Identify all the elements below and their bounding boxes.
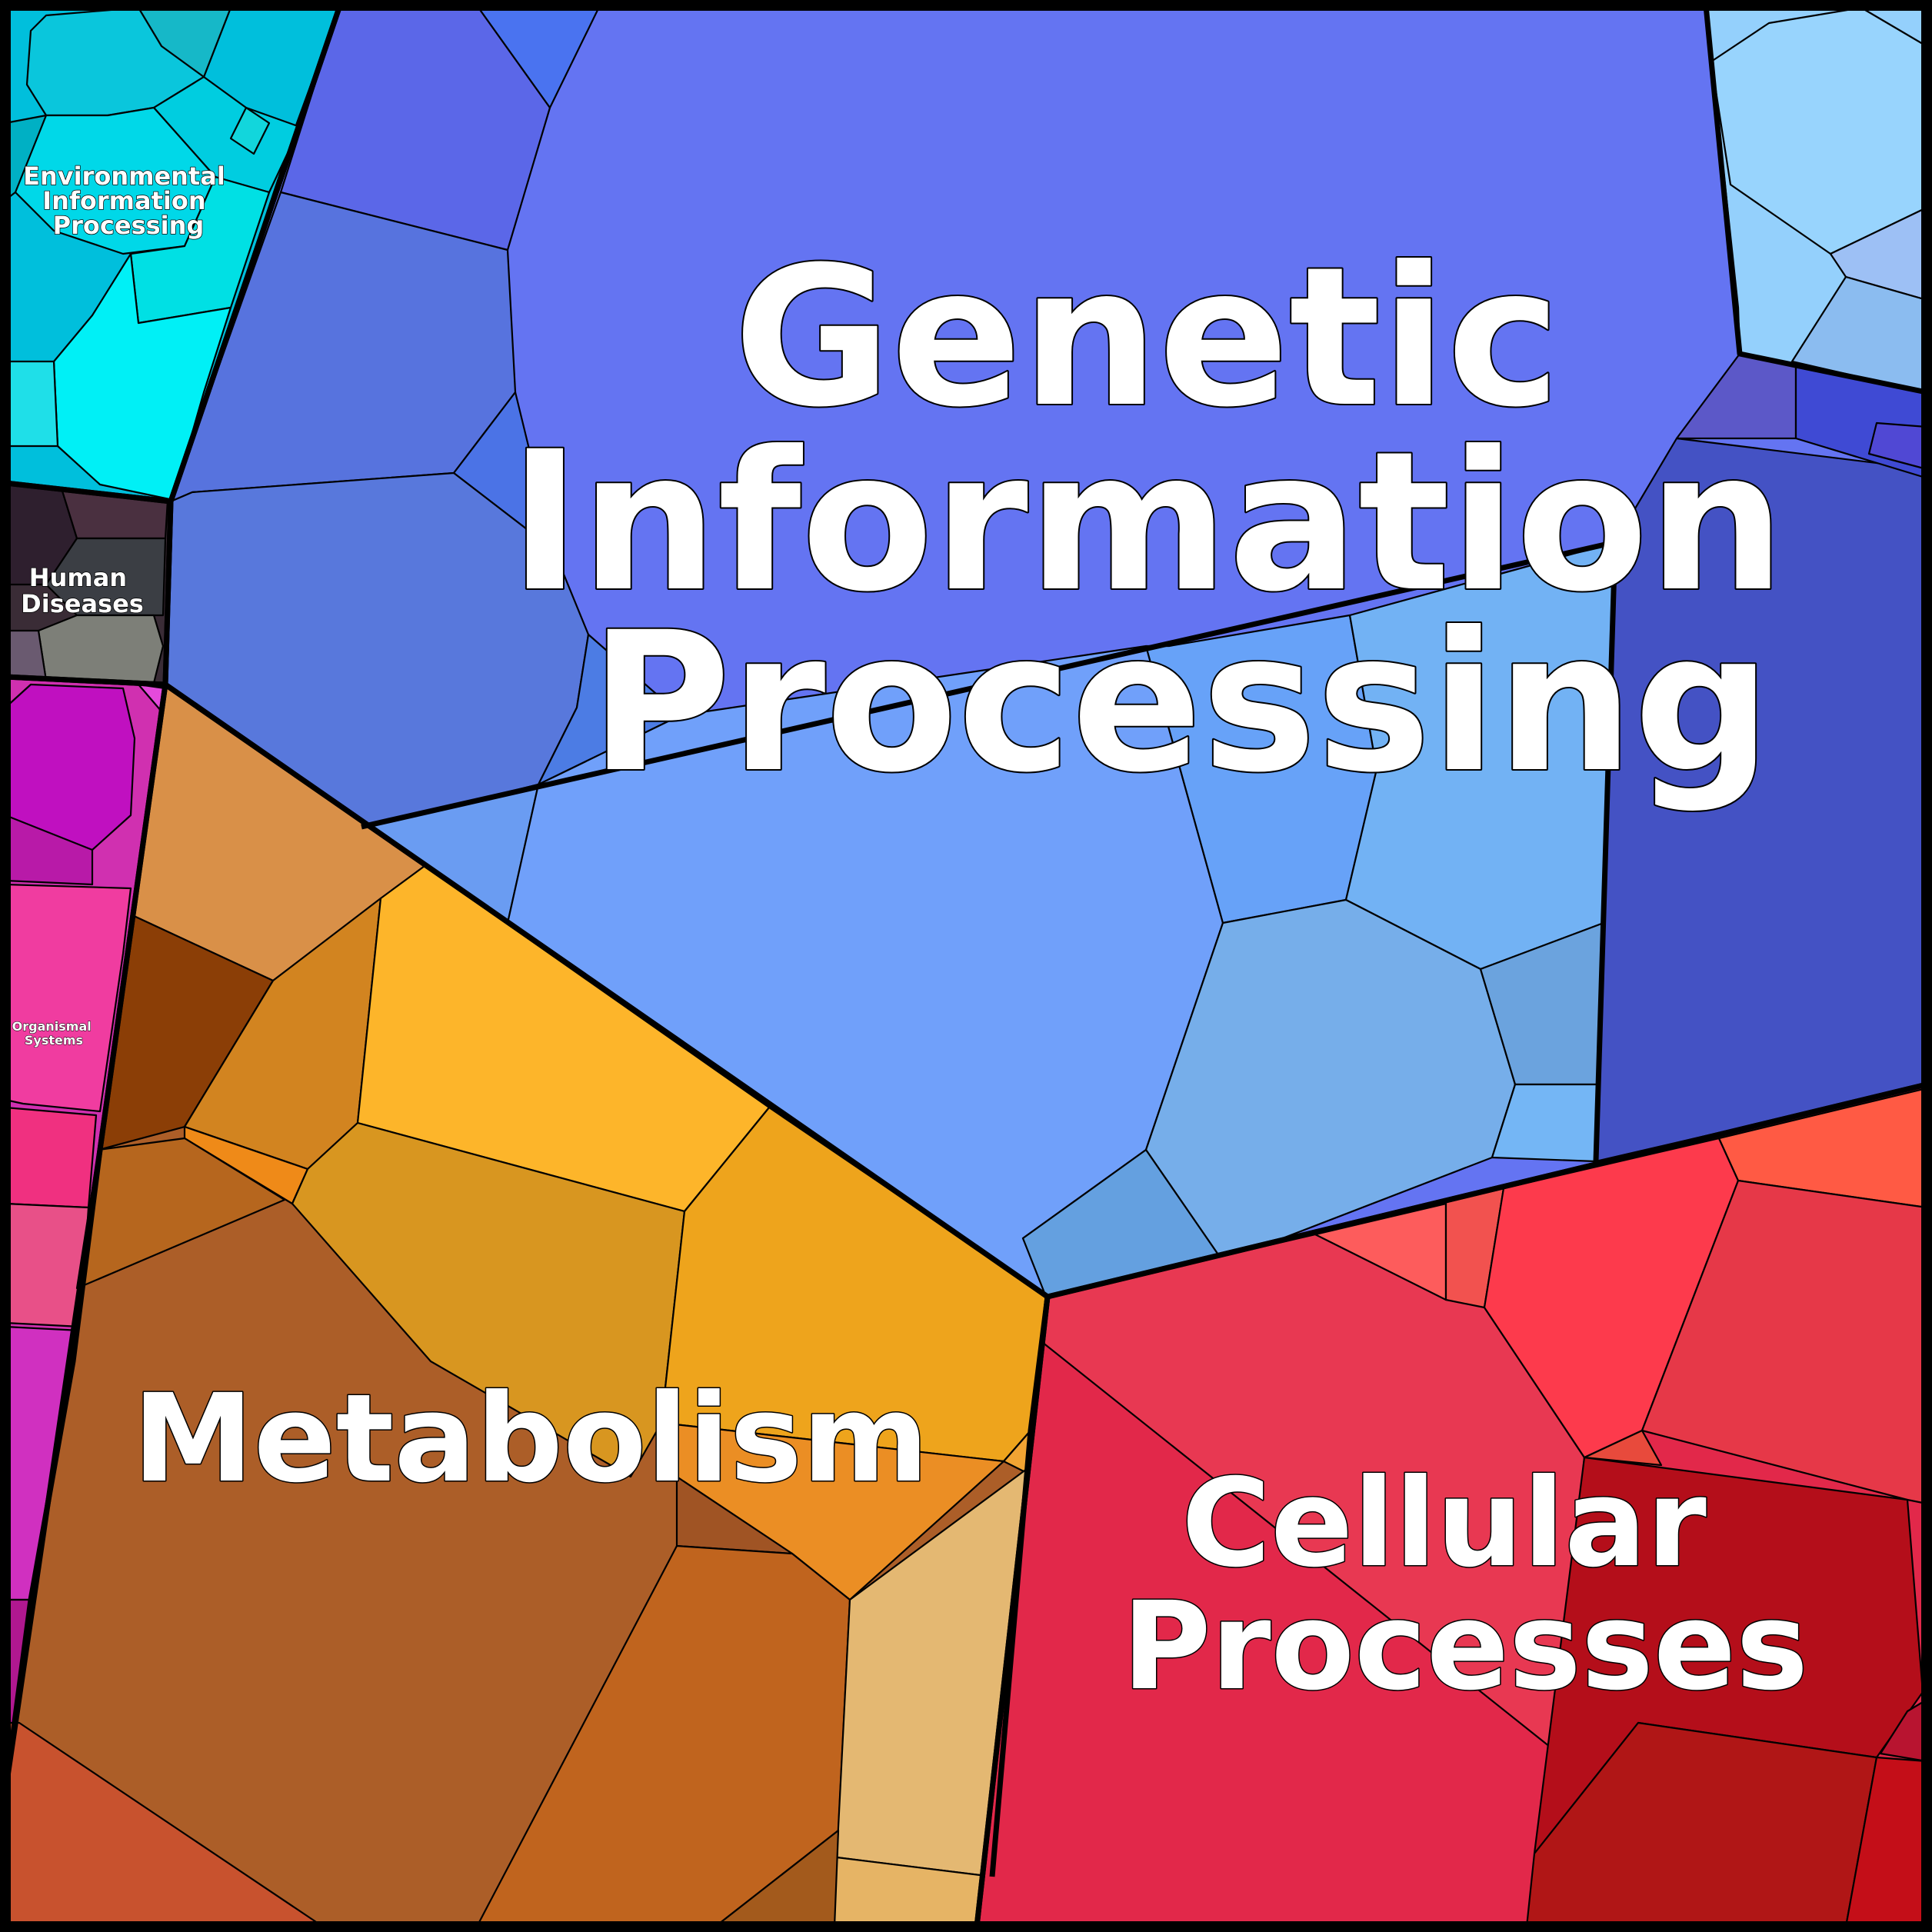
treemap-cell	[229, 106, 271, 155]
label-line: Processes	[1122, 1576, 1808, 1717]
treemap-cell	[4, 360, 59, 448]
treemap-cell	[37, 614, 165, 685]
treemap-cell	[52, 252, 232, 501]
region-metabolism	[4, 683, 1049, 1928]
label-line: Processing	[590, 591, 1771, 814]
label-line: Systems	[25, 1033, 83, 1048]
label-line: Cellular	[1181, 1453, 1707, 1594]
label-genetic-information-processing: Genetic Information Processing	[509, 225, 1852, 814]
label-line: Information	[509, 410, 1785, 634]
label-cellular-processes: Cellular Processes	[1122, 1453, 1808, 1717]
label-line: Genetic	[734, 225, 1561, 449]
treemap-cell	[4, 629, 48, 682]
label-line: Human	[29, 563, 127, 592]
label-line: Processing	[53, 211, 205, 240]
label-line: Information	[42, 186, 205, 215]
label-line: Organismal	[12, 1019, 92, 1034]
label-line: Diseases	[21, 589, 144, 618]
region-environmental-information-processing	[4, 4, 341, 503]
label-environmental-information-processing: Environmental Information Processing	[23, 162, 234, 240]
treemap-cell	[1583, 1429, 1663, 1467]
region-human-diseases	[4, 481, 172, 686]
region-cellular-processes	[975, 1083, 1928, 1928]
treemap-cell	[4, 1106, 98, 1209]
label-organismal-systems: Organismal Systems	[12, 1019, 96, 1048]
label-human-diseases: Human Diseases	[21, 563, 144, 618]
label-metabolism: Metabolism	[132, 1368, 928, 1510]
label-line: Environmental	[23, 162, 225, 191]
treemap-cell	[1641, 1179, 1928, 1505]
label-line: Metabolism	[132, 1368, 928, 1510]
